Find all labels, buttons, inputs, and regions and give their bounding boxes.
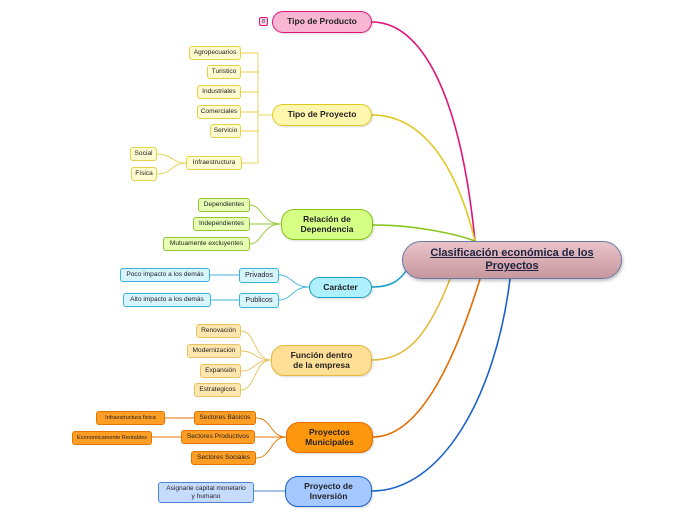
item-comerciales[interactable]: Comerciales bbox=[197, 105, 241, 119]
connector-caracter-items bbox=[210, 274, 310, 301]
connector-municipales-items bbox=[152, 417, 287, 459]
connector-tipo-producto bbox=[371, 21, 476, 242]
branch-caracter[interactable]: Carácter bbox=[309, 277, 372, 298]
connector-dependencia-items bbox=[249, 204, 282, 245]
item-turistico[interactable]: Turistico bbox=[207, 65, 241, 79]
branch-proyectos-municipales[interactable]: Proyectos Municipales bbox=[286, 422, 373, 453]
item-independientes[interactable]: Independientes bbox=[193, 217, 250, 231]
central-topic[interactable]: Clasificación económica de los Proyectos bbox=[402, 241, 622, 279]
item-sectores-productivos[interactable]: Sectores Productivos bbox=[181, 430, 255, 444]
item-servicio[interactable]: Servicio bbox=[210, 124, 241, 138]
item-agropecuarios[interactable]: Agropecuarios bbox=[189, 46, 241, 60]
connector-funcion-items bbox=[240, 330, 272, 391]
connector-inversion bbox=[371, 278, 511, 492]
item-infraestructura[interactable]: Infraestructura bbox=[186, 156, 242, 170]
item-privados[interactable]: Privados bbox=[239, 268, 279, 283]
item-estrategicos[interactable]: Estrategicos bbox=[194, 383, 241, 397]
connector-municipales bbox=[372, 278, 481, 438]
item-fisica[interactable]: Física bbox=[131, 167, 157, 181]
branch-proyecto-inversion[interactable]: Proyecto de Inversión bbox=[285, 476, 372, 507]
item-dependientes[interactable]: Dependientes bbox=[198, 198, 250, 212]
item-economicamente-rentables[interactable]: Economicamente Rentables bbox=[72, 431, 152, 445]
item-poco-impacto[interactable]: Poco impacto a los demás bbox=[120, 268, 210, 282]
item-alto-impacto[interactable]: Alto impacto a los demás bbox=[123, 293, 211, 307]
item-social[interactable]: Social bbox=[130, 147, 157, 161]
item-sectores-basicos[interactable]: Sectores Básicos bbox=[194, 411, 256, 425]
item-expansion[interactable]: Expansión bbox=[200, 364, 241, 378]
item-sectores-sociales[interactable]: Sectores Sociales bbox=[191, 451, 256, 465]
branch-funcion-empresa[interactable]: Función dentro de la empresa bbox=[271, 345, 372, 376]
item-modernizacion[interactable]: Modernización bbox=[187, 344, 241, 358]
connector-tipo-proyecto-items bbox=[156, 52, 272, 175]
item-renovacion[interactable]: Renovación bbox=[196, 324, 241, 338]
branch-tipo-producto[interactable]: Tipo de Producto bbox=[272, 11, 372, 33]
connector-funcion bbox=[371, 278, 451, 361]
notes-count-badge[interactable]: 8 bbox=[259, 17, 268, 26]
branch-tipo-proyecto[interactable]: Tipo de Proyecto bbox=[272, 104, 372, 126]
connector-tipo-proyecto bbox=[371, 114, 476, 242]
item-infraestructura-fisica[interactable]: Infraestructura física bbox=[96, 411, 165, 425]
branch-relacion-dependencia[interactable]: Relación de Dependencia bbox=[281, 209, 373, 240]
item-mutuamente-excluyentes[interactable]: Mutuamente excluyentes bbox=[163, 237, 250, 251]
item-publicos[interactable]: Publicos bbox=[239, 293, 279, 308]
item-asignar-capital[interactable]: Asignarie capital monetario y humano bbox=[158, 482, 254, 503]
item-industriales[interactable]: Industriales bbox=[197, 85, 241, 99]
connector-dependencia bbox=[372, 224, 476, 242]
